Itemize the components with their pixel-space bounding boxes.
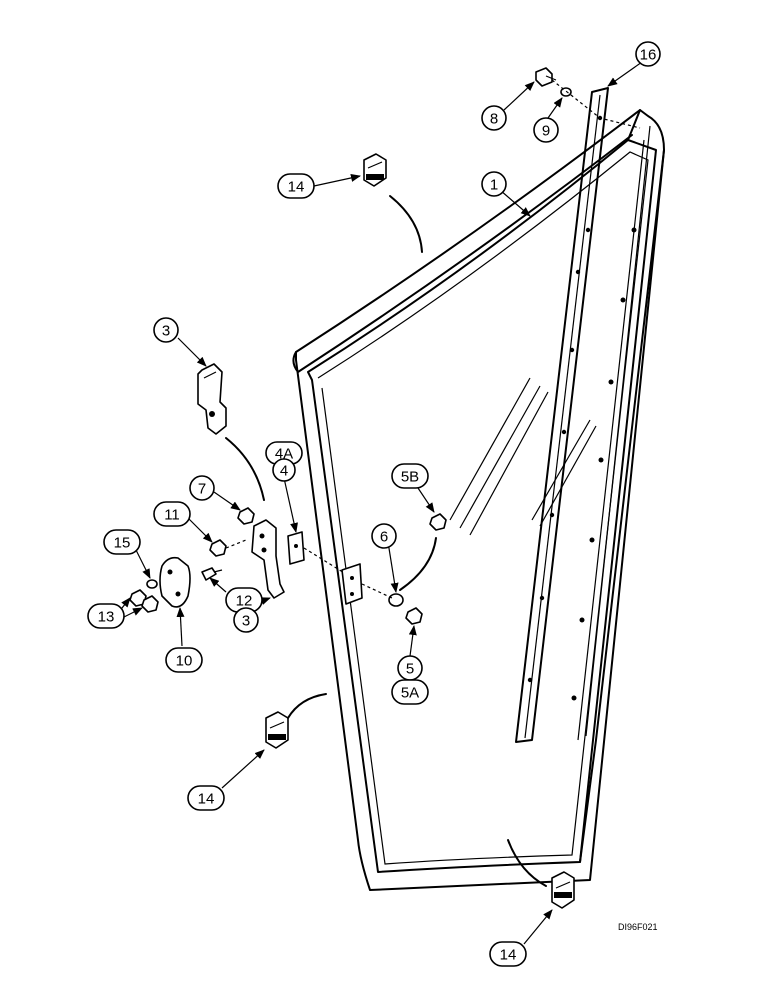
callout-label: 14 [198, 791, 215, 808]
clip-14-mid [265, 711, 289, 749]
nut-13 [129, 589, 159, 613]
callout-5b: 5B [391, 463, 429, 489]
placement-arc [225, 437, 265, 501]
latch-bracket-upper [197, 363, 227, 435]
washer-15 [146, 579, 158, 589]
assembly-line [303, 547, 347, 575]
seal-strip [515, 87, 609, 743]
callout-label: 11 [164, 507, 180, 524]
callout-label: 9 [542, 123, 550, 140]
callout-label: 10 [176, 653, 193, 670]
assembly-line [551, 79, 641, 129]
callout-8: 8 [481, 105, 507, 131]
bolt-8 [535, 67, 557, 87]
callout-label: 6 [380, 529, 388, 546]
callout-11: 11 [153, 501, 191, 527]
hinge-bracket-lower [251, 519, 285, 599]
callout-14-mid: 14 [187, 785, 225, 811]
plate-4 [287, 531, 305, 565]
latch-10 [159, 556, 191, 608]
placement-arc [287, 693, 327, 719]
assembly-line [225, 539, 247, 549]
nut-7 [237, 507, 255, 525]
callout-label: 8 [490, 111, 498, 128]
callout-label: 4A [275, 446, 293, 463]
callout-label: 5 [406, 661, 414, 678]
callout-9: 9 [533, 117, 559, 143]
callout-14-top: 14 [277, 173, 315, 199]
placement-arc [507, 839, 547, 887]
clip-14-top [363, 153, 387, 187]
clip-14-bottom [551, 871, 575, 909]
frame-hinge-plate [341, 563, 363, 605]
door-frame [292, 109, 665, 891]
callout-14-bottom: 14 [489, 941, 527, 967]
callout-label: 12 [236, 593, 253, 610]
callout-label: 3 [162, 323, 170, 340]
washer-5b [429, 513, 447, 531]
callout-10: 10 [165, 647, 203, 673]
callout-label: 13 [98, 609, 115, 626]
callout-label: 15 [114, 535, 131, 552]
callout-label: 7 [198, 481, 206, 498]
callout-15: 15 [103, 529, 141, 555]
callout-5a: 5A [391, 679, 429, 705]
callout-3-lower: 3 [233, 607, 259, 633]
callout-label: 3 [242, 613, 250, 630]
callout-13: 13 [87, 603, 125, 629]
callout-label: 5A [401, 685, 419, 702]
assembly-line [361, 583, 393, 599]
callout-1: 1 [481, 171, 507, 197]
placement-arc [389, 195, 423, 253]
callout-label: 5B [401, 469, 419, 486]
callout-3-upper: 3 [153, 317, 179, 343]
callout-7: 7 [189, 475, 215, 501]
callout-5: 5 [397, 655, 423, 681]
screw-11 [209, 539, 227, 557]
screw-12 [201, 567, 223, 581]
bolt-5 [405, 607, 423, 625]
callout-6: 6 [371, 523, 397, 549]
callout-label: 4 [280, 463, 288, 480]
callout-16: 16 [635, 41, 661, 67]
washer-9 [560, 87, 572, 97]
placement-arc [399, 537, 437, 591]
callout-4: 4 [272, 458, 296, 482]
drawing-code: DI96F021 [618, 922, 658, 932]
callout-label: 14 [500, 947, 517, 964]
callout-label: 1 [490, 177, 498, 194]
callout-label: 14 [288, 179, 305, 196]
callout-4a: 4A [265, 441, 303, 465]
callout-label: 16 [640, 47, 657, 64]
bushing-6 [388, 593, 404, 607]
